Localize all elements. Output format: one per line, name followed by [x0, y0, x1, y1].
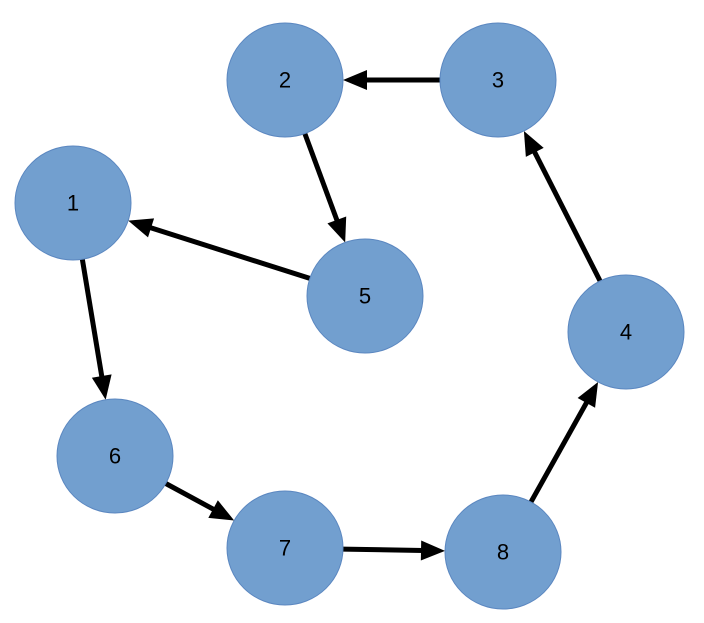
arrowhead [128, 218, 155, 238]
node-circle [14, 145, 132, 261]
node-circle [444, 494, 562, 610]
node-label: 2 [279, 68, 291, 93]
node-label: 4 [620, 320, 632, 345]
edge-5-to-1 [128, 218, 311, 281]
edge-line [148, 224, 311, 281]
arrowhead [420, 540, 446, 561]
edge-7-to-8 [342, 540, 446, 561]
node-2: 2 [226, 22, 344, 138]
node-label: 8 [497, 540, 509, 565]
arrowhead [577, 381, 599, 408]
node-circle [439, 22, 557, 138]
node-3: 3 [439, 22, 557, 138]
edge-line [528, 399, 590, 504]
edge-2-to-5 [302, 132, 347, 243]
edge-4-to-3 [523, 130, 603, 283]
node-circle [56, 398, 174, 514]
edge-line [79, 258, 105, 379]
arrowhead [208, 500, 235, 521]
node-4: 4 [567, 274, 685, 390]
node-7: 7 [226, 490, 344, 606]
node-circle [226, 22, 344, 138]
arrowhead [343, 70, 367, 90]
edge-line [342, 546, 424, 554]
edge-6-to-7 [164, 481, 235, 521]
node-6: 6 [56, 398, 174, 514]
node-circle [567, 274, 685, 390]
node-circle [226, 490, 344, 606]
nodes-layer: 1 2 3 4 5 6 7 8 [14, 22, 685, 610]
node-label: 6 [109, 444, 121, 469]
edge-line [531, 149, 603, 283]
node-label: 7 [279, 536, 291, 561]
node-5: 5 [306, 238, 424, 354]
node-label: 3 [492, 68, 504, 93]
arrowhead [523, 130, 544, 157]
edge-line [302, 132, 340, 223]
edge-line [164, 481, 217, 513]
edges-layer [79, 70, 603, 561]
arrowhead [327, 216, 347, 243]
edge-8-to-4 [528, 381, 599, 504]
edge-3-to-2 [343, 70, 440, 90]
node-1: 1 [14, 145, 132, 261]
arrowhead [91, 374, 112, 400]
node-8: 8 [444, 494, 562, 610]
node-circle [306, 238, 424, 354]
node-label: 5 [359, 284, 371, 309]
edge-1-to-6 [79, 258, 112, 400]
node-label: 1 [67, 191, 79, 216]
